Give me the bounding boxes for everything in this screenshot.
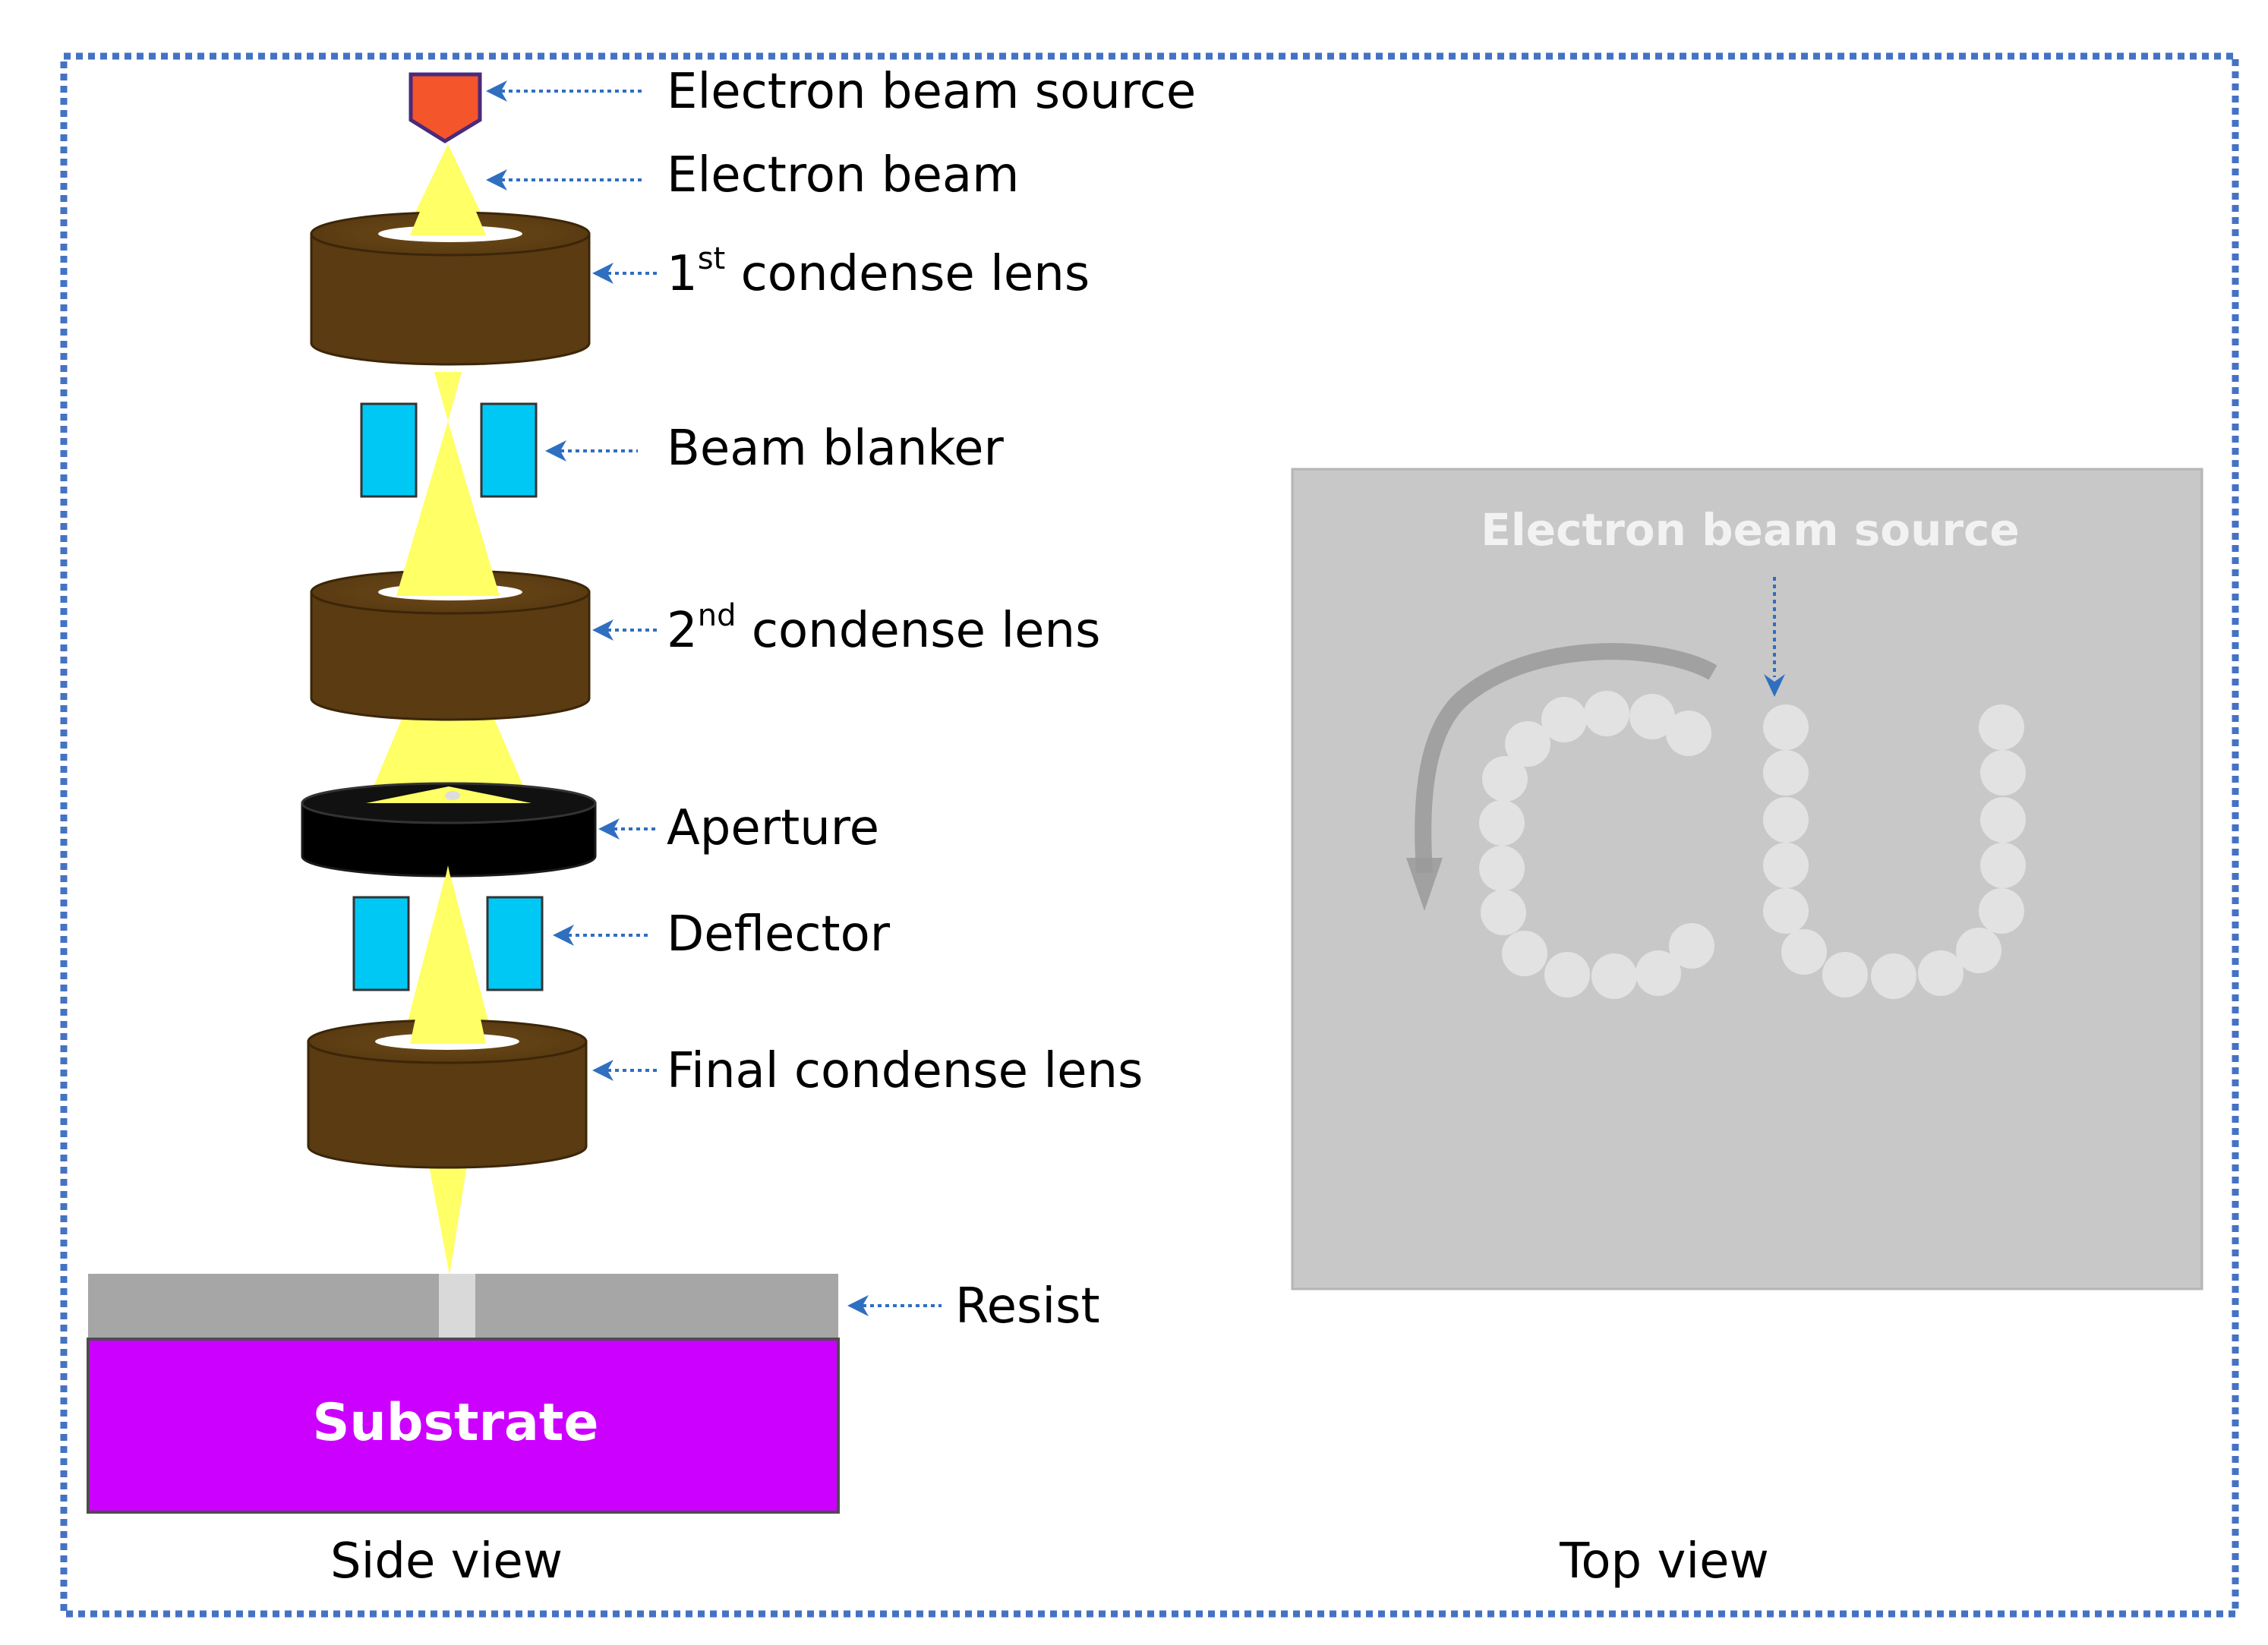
pattern-dot (1541, 697, 1587, 742)
pattern-dot (1636, 950, 1681, 996)
substrate-block (87, 1338, 840, 1514)
pattern-dot (1980, 750, 2026, 796)
pattern-dot (1479, 846, 1525, 891)
label-resist: Resist (955, 1278, 1100, 1335)
dotted-frame (60, 52, 2239, 1618)
pattern-dot (1781, 929, 1827, 975)
pattern-dot (1505, 721, 1550, 767)
side-view-labels: Electron beam source Electron beam 1st c… (486, 64, 1196, 1335)
first-condense-lens (310, 144, 591, 366)
substrate-label: Substrate (312, 1393, 598, 1453)
label-second-condense-lens: 2nd condense lens (667, 598, 1100, 659)
scan-direction-arrow-head (1406, 858, 1443, 911)
pattern-dot (1544, 952, 1590, 997)
pattern-dot (1979, 704, 2024, 750)
pattern-dot (1666, 711, 1711, 756)
beam-cone-6 (429, 1165, 467, 1275)
pattern-dot (1479, 800, 1525, 846)
pattern-dot (1482, 756, 1528, 802)
side-view: Substrate (87, 72, 840, 1514)
pattern-dot (1763, 750, 1809, 796)
pattern-dot (1763, 704, 1809, 750)
label-electron-beam-source: Electron beam source (667, 64, 1196, 120)
resist-exposed-region (439, 1274, 475, 1339)
second-condense-lens (310, 421, 591, 721)
pattern-dot (1763, 888, 1809, 934)
caption-top-view: Top view (1559, 1533, 1769, 1590)
label-first-condense-lens: 1st condense lens (667, 241, 1090, 302)
final-condense-lens (307, 865, 588, 1169)
pattern-dot (1980, 843, 2026, 888)
beam-blanker-plates (360, 402, 538, 498)
pattern-dot (1980, 797, 2026, 843)
label-aperture: Aperture (667, 800, 879, 856)
aperture-disk (301, 782, 597, 878)
pattern-dot (1979, 888, 2024, 934)
pattern-dot (1502, 931, 1547, 976)
beam-cone-4 (366, 717, 532, 805)
label-deflector: Deflector (667, 906, 891, 963)
caption-side-view: Side view (330, 1533, 563, 1590)
pattern-dot (1591, 953, 1637, 999)
scan-direction-arrow (1415, 643, 1718, 874)
label-beam-blanker: Beam blanker (667, 421, 1005, 477)
pattern-dot (1481, 890, 1526, 935)
top-view-source-label: Electron beam source (1481, 504, 2019, 556)
pattern-dot (1763, 797, 1809, 843)
beam-cone-2 (434, 372, 462, 421)
deflector-plates (352, 896, 544, 991)
label-electron-beam: Electron beam (667, 147, 1019, 203)
pattern-dot (1669, 923, 1714, 969)
pattern-dot (1822, 952, 1868, 997)
label-final-condense-lens: Final condense lens (667, 1043, 1143, 1099)
cu-dot-pattern (1479, 691, 2026, 999)
pattern-dot (1629, 694, 1675, 739)
top-view-panel (1291, 468, 2203, 1290)
pattern-dot (1918, 950, 1964, 996)
pattern-dot (1956, 928, 2001, 973)
top-view: Electron beam source (1291, 468, 2203, 1290)
pattern-dot (1584, 691, 1629, 736)
pattern-dot (1871, 953, 1916, 999)
electron-beam-source-shape (408, 72, 482, 143)
pattern-dot (1763, 843, 1809, 888)
